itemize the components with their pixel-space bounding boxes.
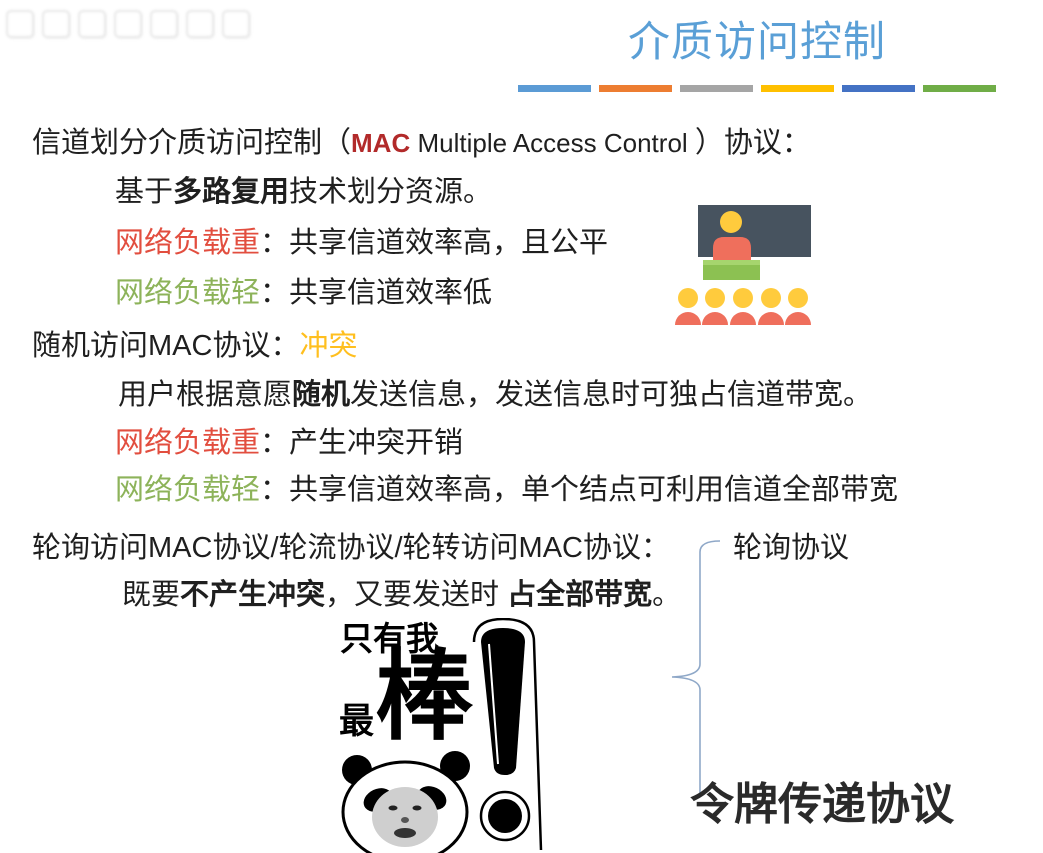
student-body [758,312,784,325]
collision-keyword: 冲突 [299,330,358,362]
exclamation-dot [488,799,522,833]
light-load-text: ：共享信道效率低 [260,277,493,309]
channel-partition-heavy-load: 网络负载重：共享信道效率高，且公平 [115,225,608,261]
mac-full-name: Multiple Access Control [410,128,695,158]
student-head [733,288,753,308]
basis-suffix: 技术划分资源。 [289,176,493,208]
panda-ear-right [440,751,470,781]
random-access-heavy-load: 网络负载重：产生冲突开销 [115,425,463,461]
mac-abbreviation: MAC [351,128,411,158]
light-load-text: ：共享信道效率高，单个结点可利用信道全部带宽 [260,474,899,506]
heavy-load-text: ：共享信道效率高，且公平 [260,227,609,259]
polling-desc-prefix: 既要 [122,579,181,611]
polling-desc-middle: ，又要发送时 [325,579,508,611]
accent-bar-dark-blue [842,85,915,92]
polling-desc-keyword-2: 占全部带宽 [507,579,653,611]
branch-polling-protocol: 轮询协议 [733,532,850,564]
accent-bar-green [923,85,996,92]
polling-desc-suffix: 。 [652,579,682,611]
polling-access-heading: 轮询访问MAC协议/轮流协议/轮转访问MAC协议： [32,532,671,564]
accent-bars [518,85,996,92]
slide-title: 介质访问控制 [628,17,887,66]
random-desc-prefix: 用户根据意愿 [118,379,293,411]
teacher-head [720,211,742,233]
student-head [678,288,698,308]
branch-token-passing-protocol: 令牌传递协议 [690,780,954,829]
meme-face-nose [401,817,409,823]
accent-bar-blue [518,85,591,92]
curly-brace [671,540,721,795]
meme-face-mouth [394,828,416,838]
meme-text-only-me: 只有我 [340,619,439,658]
random-desc-suffix: 发送信息，发送信息时可独占信道带宽。 [350,379,873,411]
basis-prefix: 基于 [115,176,174,208]
random-access-light-load: 网络负载轻：共享信道效率高，单个结点可利用信道全部带宽 [115,472,898,508]
exclamation-bar [481,628,525,775]
meme-face-eye-right [412,805,422,811]
heavy-load-label: 网络负载重 [115,227,261,259]
heavy-load-text: ：产生冲突开销 [260,427,464,459]
exclamation-dot-outline [479,790,531,842]
random-access-description: 用户根据意愿随机发送信息，发送信息时可独占信道带宽。 [118,377,872,413]
channel-partition-heading: 信道划分介质访问控制（MAC Multiple Access Control ）… [32,125,811,161]
brace-path [671,540,721,795]
panda-meme: 只有我 棒 最 [335,618,550,853]
random-access-heading-text: 随机访问MAC协议： [32,330,300,362]
meme-face-eye-left [388,805,398,811]
meme-text-most: 最 [339,702,375,742]
classroom-icon [675,205,811,325]
student-body [785,312,811,325]
student-body [702,312,728,325]
polling-desc-keyword-1: 不产生冲突 [180,579,326,611]
polling-access-description: 既要不产生冲突，又要发送时 占全部带宽。 [122,577,681,613]
channel-partition-heading-prefix: 信道划分介质访问控制（ [32,127,352,159]
light-load-label: 网络负载轻 [115,474,261,506]
teacher-body [713,237,751,262]
accent-bar-orange [599,85,672,92]
basis-keyword: 多路复用 [173,176,290,208]
channel-partition-heading-suffix: ）协议： [694,127,811,159]
student-head [761,288,781,308]
accent-bar-gray [680,85,753,92]
light-load-label: 网络负载轻 [115,277,261,309]
student-body [675,312,701,325]
watermark-logo [6,10,264,42]
meme-text-best-big: 棒 [375,640,474,754]
random-access-heading: 随机访问MAC协议：冲突 [32,328,357,364]
student-body [730,312,756,325]
heavy-load-label: 网络负载重 [115,427,261,459]
student-head [788,288,808,308]
accent-bar-yellow [761,85,834,92]
meme-graphic [341,618,543,853]
students [675,288,811,325]
random-desc-keyword: 随机 [292,379,351,411]
student-head [705,288,725,308]
channel-partition-light-load: 网络负载轻：共享信道效率低 [115,275,492,311]
exclamation-highlight [488,643,499,765]
exclamation-outline [472,618,543,851]
channel-partition-basis: 基于多路复用技术划分资源。 [115,174,492,210]
lectern-top [703,260,760,265]
